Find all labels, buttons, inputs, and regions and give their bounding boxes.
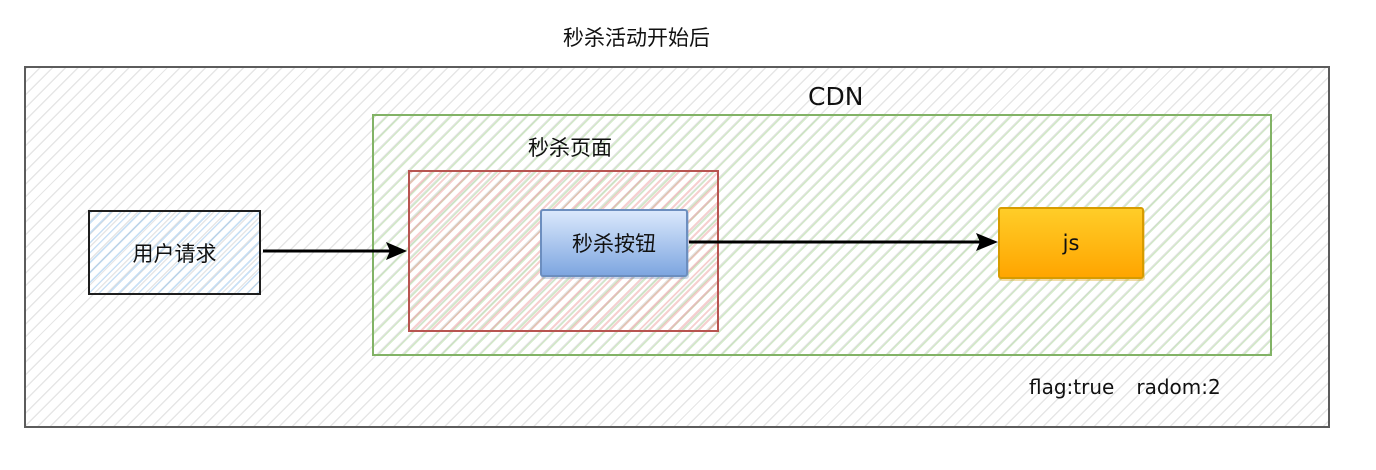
radom-value: radom:2 (1136, 375, 1221, 399)
seckill-page-label: 秒杀页面 (528, 136, 612, 160)
cdn-label: CDN (808, 82, 864, 111)
diagram-title: 秒杀活动开始后 (563, 26, 710, 50)
js-node: js (998, 207, 1144, 279)
user-request-label: 用户请求 (132, 241, 217, 266)
arrow-button-to-js (689, 233, 998, 251)
flag-value: flag:true (1029, 375, 1115, 399)
flag-annotation: flag:true radom:2 (1029, 375, 1221, 399)
user-request-node: 用户请求 (88, 210, 261, 295)
seckill-button-node: 秒杀按钮 (540, 209, 688, 277)
seckill-button-label: 秒杀按钮 (572, 232, 656, 256)
arrow-user-to-page (263, 242, 407, 260)
js-label: js (1062, 231, 1080, 255)
